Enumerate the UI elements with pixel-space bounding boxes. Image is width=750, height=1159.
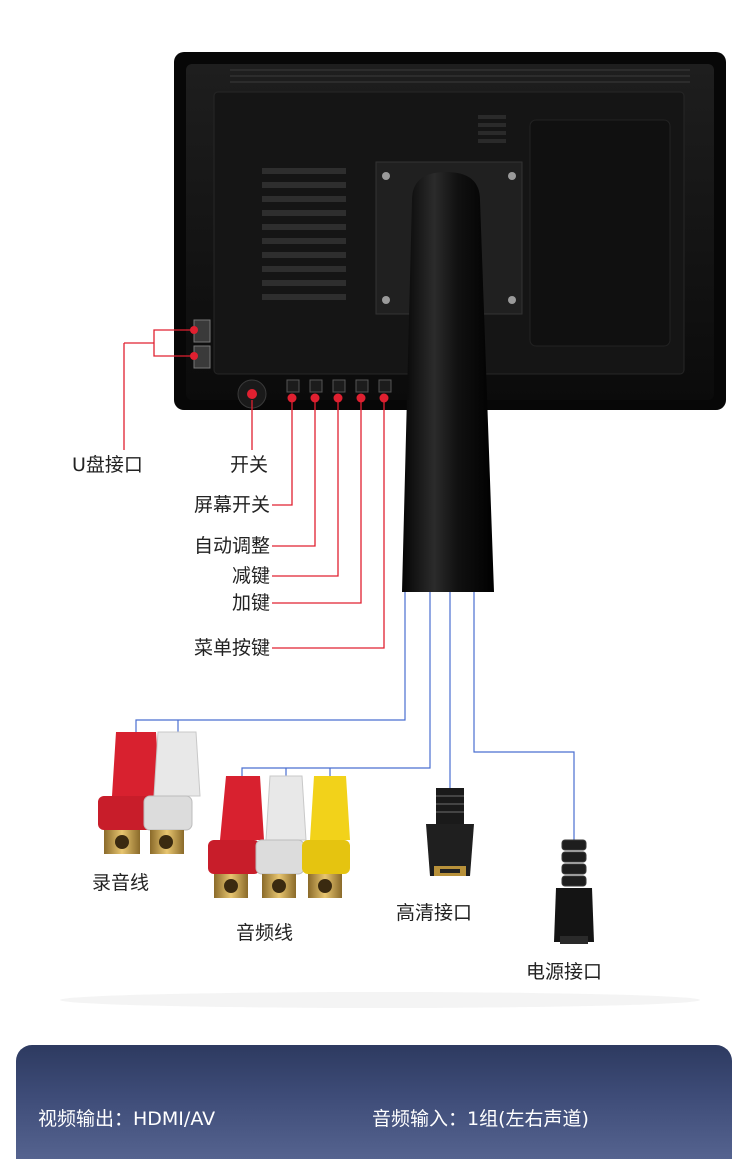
- label-screen-switch: 屏幕开关: [193, 494, 270, 516]
- stand-arm: [402, 172, 494, 592]
- usb-ports: [193, 319, 211, 369]
- monitor-back: [174, 52, 726, 410]
- spec-audio-input: 音频输入：1组(左右声道): [372, 1108, 589, 1130]
- spec-bar: [16, 1045, 732, 1159]
- label-power-switch: 开关: [230, 454, 269, 476]
- blue-callouts: [135, 592, 575, 840]
- label-power-port: 电源接口: [526, 961, 603, 983]
- red-callouts: [123, 329, 385, 649]
- audio-cable-plugs: [208, 775, 350, 898]
- label-hdmi-port: 高清接口: [396, 902, 473, 924]
- spec-video-output: 视频输出：HDMI/AV: [38, 1108, 216, 1130]
- hdmi-connector: [426, 788, 474, 876]
- dc-power-connector: [554, 839, 594, 944]
- vent-grid: [262, 168, 346, 300]
- label-auto-adjust: 自动调整: [193, 535, 270, 557]
- recording-cable-plugs: [98, 731, 201, 854]
- label-recording-cable: 录音线: [92, 872, 150, 894]
- label-minus-key: 减键: [231, 565, 270, 587]
- label-plus-key: 加键: [231, 592, 270, 614]
- label-usb: U盘接口: [72, 454, 143, 476]
- label-audio-cable: 音频线: [236, 922, 294, 944]
- label-menu-key: 菜单按键: [193, 637, 270, 659]
